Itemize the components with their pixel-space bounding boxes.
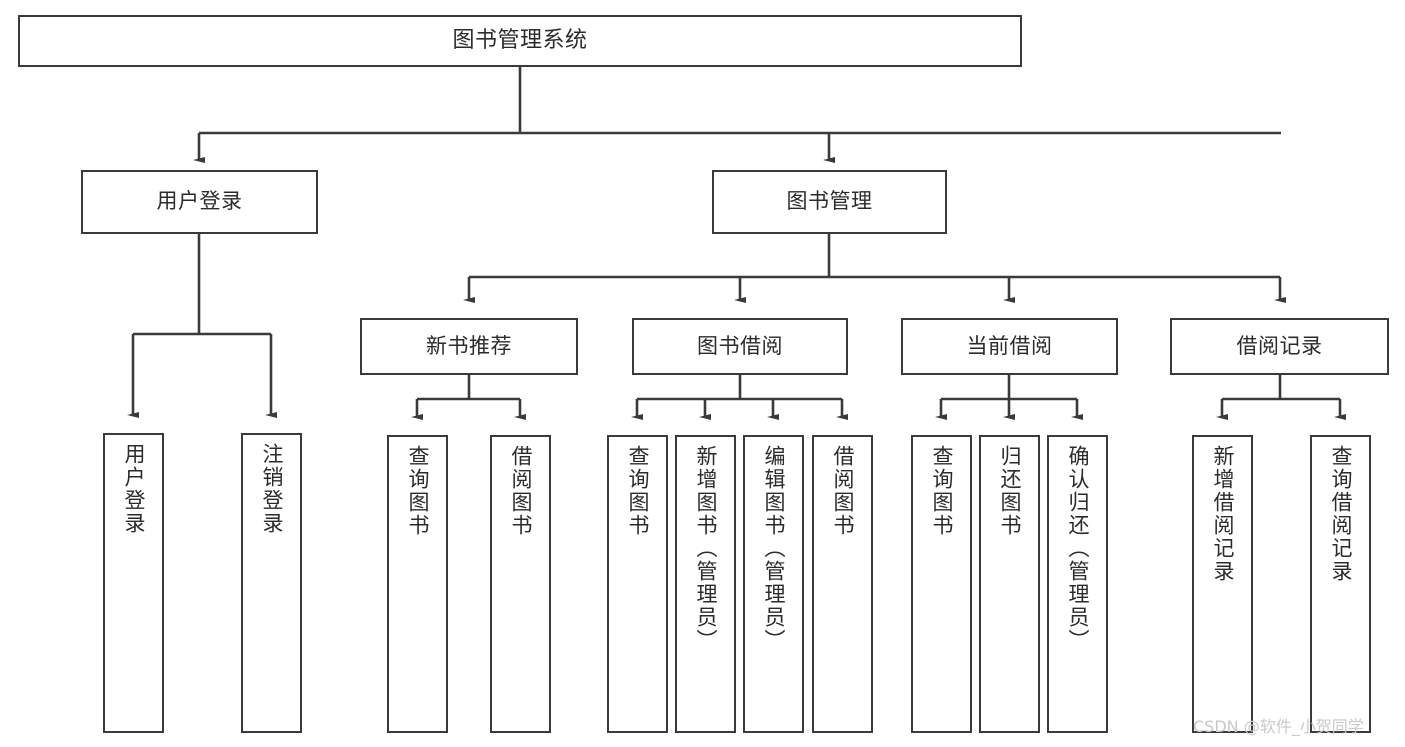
node-label: 图书管理系统 [452,27,588,53]
leaf-current-query-book[interactable]: 查询图书 [911,435,972,733]
node-label: 当前借阅 [966,333,1053,358]
leaf-recommend-query-book[interactable]: 查询图书 [387,435,448,733]
node-label: 新书推荐 [426,333,512,358]
node-label: 用户登录 [122,443,146,535]
node-label: 注销登录 [260,443,284,535]
node-label: 查询图书 [626,445,650,537]
node-borrow-record[interactable]: 借阅记录 [1170,318,1389,375]
node-label: 查询图书 [930,445,954,537]
node-user-login[interactable]: 用户登录 [81,170,318,234]
leaf-record-add-record[interactable]: 新增借阅记录 [1192,435,1253,733]
leaf-borrow-add-book-admin[interactable]: 新增图书（管理员） [675,435,736,733]
node-label: 归还图书 [998,445,1022,537]
node-label: 新增借阅记录 [1211,445,1235,583]
leaf-record-query-record[interactable]: 查询借阅记录 [1310,435,1371,733]
leaf-borrow-edit-book-admin[interactable]: 编辑图书（管理员） [743,435,804,733]
leaf-borrow-query-book[interactable]: 查询图书 [607,435,668,733]
node-book-management[interactable]: 图书管理 [712,170,947,234]
node-label: 查询借阅记录 [1329,445,1353,583]
node-label: 编辑图书（管理员） [762,445,786,652]
node-current-borrow[interactable]: 当前借阅 [901,318,1118,375]
node-label: 确认归还（管理员） [1066,445,1090,652]
node-label: 借阅图书 [509,445,533,537]
node-label: 用户登录 [156,189,243,214]
node-new-book-recommend[interactable]: 新书推荐 [360,318,578,375]
leaf-borrow-borrow-book[interactable]: 借阅图书 [812,435,873,733]
watermark-text: CSDN @软件_小贺同学 [1193,717,1364,736]
node-label: 借阅记录 [1236,333,1323,358]
node-label: 图书借阅 [697,333,783,358]
node-label: 借阅图书 [831,445,855,537]
node-label: 图书管理 [786,189,873,214]
leaf-current-confirm-return-admin[interactable]: 确认归还（管理员） [1047,435,1108,733]
node-label: 查询图书 [406,445,430,537]
leaf-user-login-logout[interactable]: 注销登录 [241,433,302,733]
node-root-system[interactable]: 图书管理系统 [18,15,1022,67]
leaf-current-return-book[interactable]: 归还图书 [979,435,1040,733]
leaf-user-login-login[interactable]: 用户登录 [103,433,164,733]
leaf-recommend-borrow-book[interactable]: 借阅图书 [490,435,551,733]
node-label: 新增图书（管理员） [694,445,718,652]
node-book-borrow[interactable]: 图书借阅 [632,318,848,375]
